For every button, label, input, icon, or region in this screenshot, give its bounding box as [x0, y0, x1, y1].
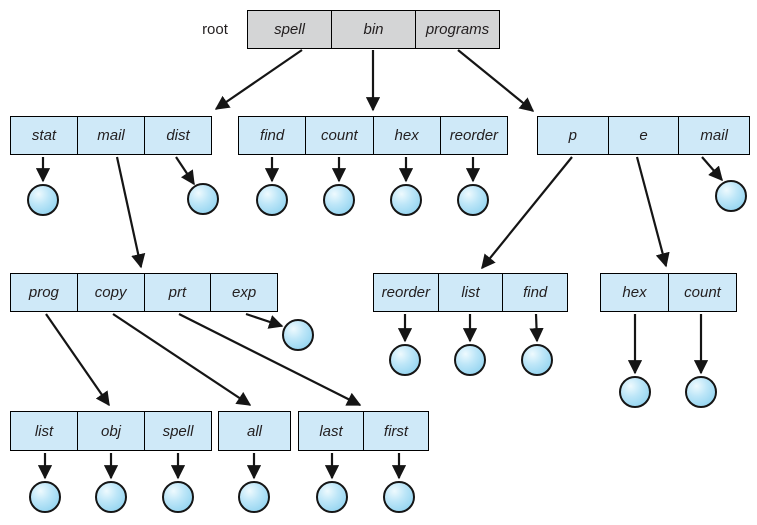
file-circle	[454, 344, 486, 376]
file-circle	[619, 376, 651, 408]
dir-entry-prt: prt	[143, 274, 211, 311]
dir-entry-hex: hex	[372, 117, 440, 154]
file-circle	[316, 481, 348, 513]
file-circle	[323, 184, 355, 216]
root-directory-table: spell bin programs	[247, 10, 500, 49]
dir-entry-dist: dist	[144, 117, 211, 154]
arrow-p-to-dir	[481, 156, 573, 270]
prt-directory-table: last first	[298, 411, 429, 451]
dir-entry-obj: obj	[77, 412, 144, 450]
arrow-prog-to-dir	[45, 313, 110, 407]
bin-directory-table: find count hex reorder	[238, 116, 508, 155]
mail-directory-table: prog copy prt exp	[10, 273, 278, 312]
programs-directory-table: p e mail	[537, 116, 750, 155]
dir-entry-stat: stat	[31, 127, 57, 144]
root-label: root	[202, 21, 228, 38]
p-directory-table: reorder list find	[373, 273, 568, 312]
dir-entry-prog: prog	[28, 284, 59, 301]
dir-entry-first: first	[363, 412, 428, 450]
dir-entry-last: last	[319, 422, 343, 440]
file-circle	[389, 344, 421, 376]
file-circle	[162, 481, 194, 513]
arrow-copy-to-dir	[112, 313, 252, 406]
arrows-layer	[35, 49, 723, 480]
file-circle	[187, 183, 219, 215]
dir-entry-copy: copy	[76, 274, 144, 311]
prog-directory-table: list obj spell	[10, 411, 212, 451]
arrow-spell-to-dir	[214, 49, 303, 110]
arrow-prt-to-dir	[178, 313, 362, 406]
arrow-mail-to-dir	[115, 156, 146, 269]
file-circle	[29, 481, 61, 513]
file-circle	[238, 481, 270, 513]
dir-entry-list: list	[34, 422, 54, 440]
dir-entry-programs: programs	[415, 11, 499, 48]
arrow-e-to-dir	[635, 156, 670, 268]
dir-entry-find: find	[502, 274, 567, 311]
dir-entry-mail: mail	[77, 117, 144, 154]
copy-directory-table: all	[218, 411, 291, 451]
file-circle	[715, 180, 747, 212]
dir-entry-list: list	[437, 274, 503, 311]
dir-entry-exp: exp	[210, 274, 277, 311]
file-circle	[256, 184, 288, 216]
file-circle	[521, 344, 553, 376]
dir-entry-count: count	[668, 274, 736, 311]
dir-entry-p: p	[568, 127, 577, 144]
files-layer	[27, 180, 747, 513]
dir-entry-all: all	[246, 422, 262, 440]
arrow-exp-to-file	[245, 312, 284, 329]
arrow-dist-to-file	[175, 156, 195, 186]
file-circle	[390, 184, 422, 216]
dir-entry-reorder: reorder	[439, 117, 507, 154]
dir-entry-count: count	[305, 117, 372, 154]
dir-entry-mail: mail	[678, 117, 749, 154]
file-circle	[95, 481, 127, 513]
arrow-programs-to-dir	[457, 49, 535, 112]
dir-entry-spell: spell	[144, 412, 211, 450]
dir-entry-hex: hex	[622, 284, 647, 301]
arrow-mailr-to-file	[701, 156, 723, 182]
dir-entry-bin: bin	[331, 11, 415, 48]
file-circle	[282, 319, 314, 351]
dir-entry-find: find	[260, 127, 285, 144]
file-circle	[457, 184, 489, 216]
e-directory-table: hex count	[600, 273, 737, 312]
dir-entry-spell: spell	[274, 21, 305, 38]
file-circle	[685, 376, 717, 408]
arrow-find2-to-file	[529, 313, 544, 343]
dir-entry-reorder: reorder	[381, 284, 431, 301]
dir-entry-e: e	[607, 117, 679, 154]
spell-directory-table: stat mail dist	[10, 116, 212, 155]
file-circle	[27, 184, 59, 216]
file-circle	[383, 481, 415, 513]
